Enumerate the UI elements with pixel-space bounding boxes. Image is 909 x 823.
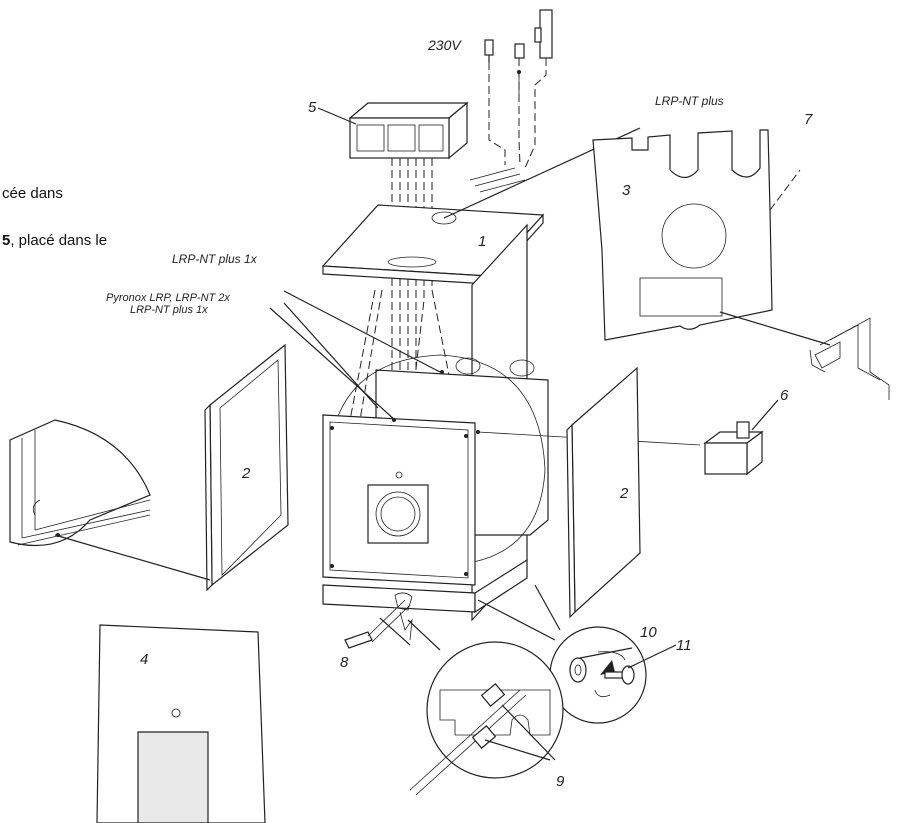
part-number-5: 5	[308, 99, 317, 116]
label-lrp-nt-plus-1x-top: LRP-NT plus 1x	[172, 252, 258, 266]
side-panel-2-left	[204, 343, 289, 592]
part-number-6: 6	[780, 387, 789, 404]
label-pyronox: Pyronox LRP, LRP-NT 2x	[106, 292, 230, 304]
part-number-9: 9	[556, 773, 565, 790]
base-plate-4	[96, 624, 266, 823]
detail-clip-right	[809, 317, 890, 400]
control-box-5	[317, 101, 469, 160]
detail-gland-9	[407, 619, 564, 796]
fragment-text: , placé dans le	[10, 232, 108, 249]
lever-8	[344, 599, 413, 649]
text-fragment-1: cée dans	[2, 185, 63, 202]
label-lrp-nt-plus-1x-bottom: LRP-NT plus 1x	[130, 304, 208, 316]
plug-230v	[484, 39, 494, 56]
detail-corner-left	[9, 419, 211, 581]
part-number-2-right: 2	[619, 485, 629, 502]
main-body	[322, 223, 701, 622]
connector-terminal	[539, 9, 553, 59]
connector-small	[514, 43, 525, 59]
part-number-2-left: 2	[241, 465, 251, 482]
fragment-text: cée dans	[2, 185, 63, 202]
power-cables	[469, 9, 553, 193]
detail-fastener-10-11	[477, 584, 677, 724]
part-number-8: 8	[340, 654, 349, 671]
label-lrp-nt-plus: LRP-NT plus	[655, 94, 724, 108]
text-fragment-2: 5, placé dans le	[2, 232, 107, 249]
sensor-6	[703, 399, 779, 476]
part-number-3: 3	[622, 182, 631, 199]
part-number-4: 4	[140, 651, 148, 668]
part-number-10: 10	[640, 624, 657, 641]
back-panel-3	[592, 129, 831, 346]
label-230v: 230V	[427, 37, 462, 53]
part-number-7: 7	[804, 111, 813, 128]
part-number-1: 1	[478, 233, 486, 250]
part-number-11: 11	[676, 637, 692, 654]
side-panel-2-right	[566, 366, 641, 619]
fragment-bold-number: 5	[2, 232, 11, 249]
